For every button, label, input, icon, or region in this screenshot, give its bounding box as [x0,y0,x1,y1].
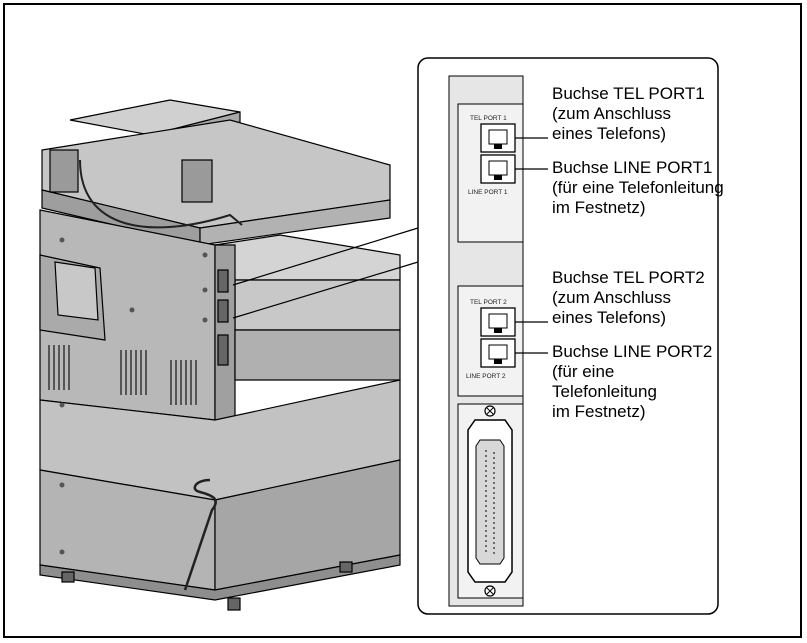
callout-line-port-1-line3: im Festnetz) [552,198,646,217]
copier-machine-illustration [39,99,401,611]
callout-line-port-1-line2: (für eine Telefonleitung [552,178,724,197]
callout-line-port-1-line1: Buchse LINE PORT1 [552,158,713,177]
callout-tel-port-2-line2: (zum Anschluss [552,288,672,307]
callout-tel-port-1-line1: Buchse TEL PORT1 [552,84,705,103]
callout-line-port-2-line3: Telefonleitung [552,382,657,401]
line-port-2-tag: LINE PORT 2 [466,373,506,380]
tel-port-1-tag: TEL PORT 1 [470,115,507,122]
callout-tel-port-1-line2: (zum Anschluss [552,104,672,123]
callout-tel-port-2-line3: eines Telefons) [552,308,667,327]
callout-tel-port-2: Buchse TEL PORT2 (zum Anschluss eines Te… [552,268,705,328]
figure-frame [3,3,802,638]
callout-line-port-2-line4: im Festnetz) [552,402,646,421]
callout-tel-port-1: Buchse TEL PORT1 (zum Anschluss eines Te… [552,84,705,144]
tel-port-2-tag: TEL PORT 2 [470,299,507,306]
callout-lines [515,137,548,354]
zoom-leader-lines [232,227,419,319]
callout-line-port-2-line2: (für eine [552,362,615,381]
callout-tel-port-1-line3: eines Telefons) [552,124,667,143]
parallel-connector [457,403,524,599]
callout-line-port-1: Buchse LINE PORT1 (für eine Telefonleitu… [552,158,724,218]
line-port-1-tag: LINE PORT 1 [468,189,508,196]
callout-tel-port-2-line1: Buchse TEL PORT2 [552,268,705,287]
callout-line-port-2: Buchse LINE PORT2 (für eine Telefonleitu… [552,342,712,422]
callout-line-port-2-line1: Buchse LINE PORT2 [552,342,713,361]
